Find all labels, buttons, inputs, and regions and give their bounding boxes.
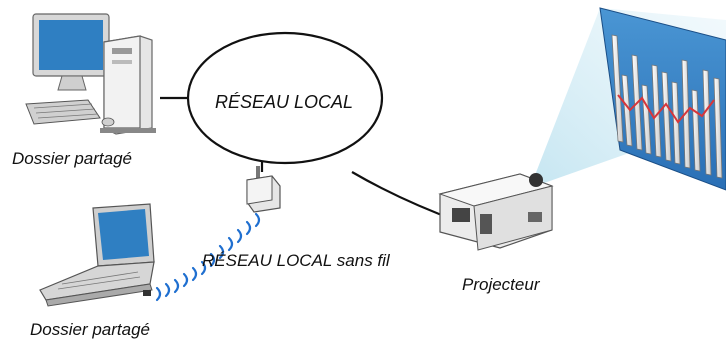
- laptop-shared-folder-caption: Dossier partagé: [30, 320, 150, 339]
- lan-label: RÉSEAU LOCAL: [215, 92, 353, 112]
- access-point-icon: [246, 166, 281, 213]
- lan-cloud: [186, 31, 384, 165]
- projector-caption: Projecteur: [462, 275, 541, 294]
- projection-screen-icon: [599, 7, 726, 191]
- wireless-lan-label: RÉSEAU LOCAL sans fil: [202, 251, 391, 270]
- projector-icon: [438, 173, 554, 251]
- wireless-signal: [155, 212, 261, 302]
- desktop-computer-icon: [25, 13, 156, 135]
- screen-chart-line: [617, 94, 715, 124]
- laptop-icon: [39, 203, 155, 307]
- desktop-shared-folder-caption: Dossier partagé: [12, 149, 132, 168]
